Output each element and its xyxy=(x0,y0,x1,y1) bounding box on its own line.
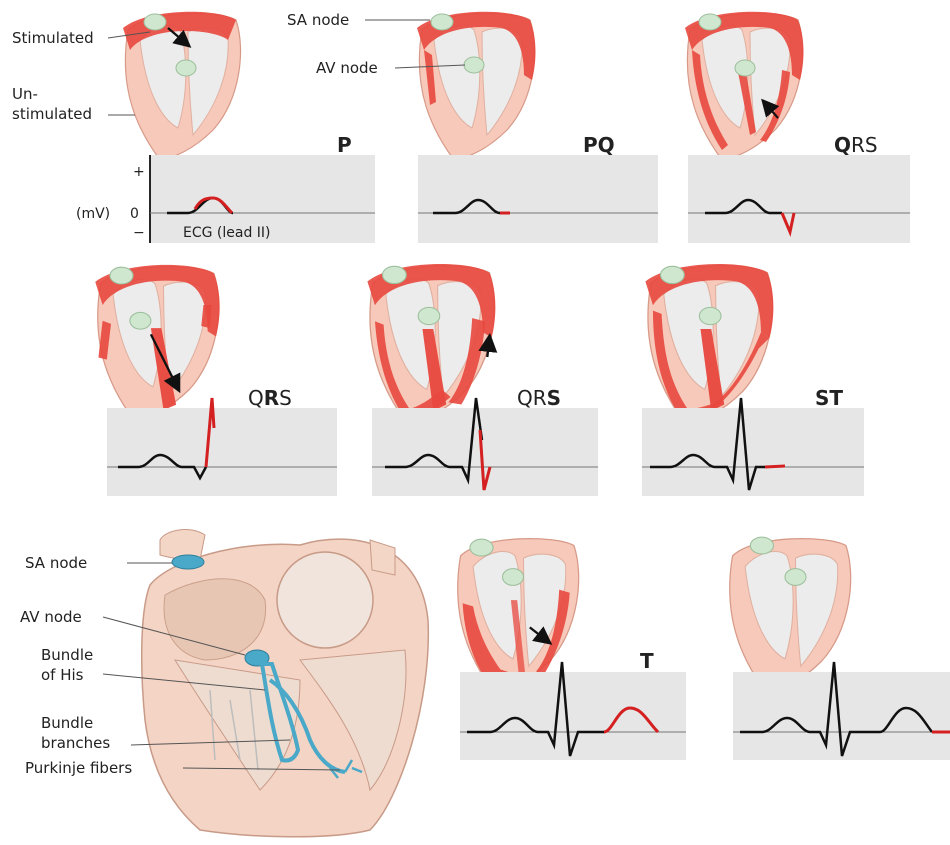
panel-rest xyxy=(730,537,950,760)
panel-qrs-r: QRS xyxy=(95,265,337,496)
ecg-panel xyxy=(642,408,864,496)
panel-st: ST xyxy=(642,264,864,496)
sa-node-label: SA node xyxy=(287,11,349,29)
panel-qrs-q: QRS xyxy=(685,12,910,243)
av-node-marker xyxy=(464,57,484,73)
ecg-active-segment xyxy=(765,466,785,467)
heart-diagram xyxy=(685,12,804,160)
heart-diagram xyxy=(645,264,773,424)
anatomy-his-label-1: Bundle xyxy=(41,646,93,664)
phase-label-qrs: QRS xyxy=(248,386,292,410)
sa-node-marker xyxy=(750,537,773,554)
sa-node-structure xyxy=(172,555,204,569)
vessel xyxy=(370,540,395,575)
phase-label-pq: PQ xyxy=(583,133,615,157)
stimulated-label: Stimulated xyxy=(12,29,94,47)
av-node-marker xyxy=(418,307,440,324)
av-node-marker xyxy=(503,569,524,586)
sa-node-marker xyxy=(144,14,166,30)
panel-p: Stimulated Un- stimulated + − (mV) 0 ECG… xyxy=(12,12,375,243)
ecg-panel xyxy=(688,155,910,243)
sa-node-marker xyxy=(470,539,493,556)
minus-label: − xyxy=(133,225,145,241)
av-node-marker xyxy=(785,569,806,586)
heart-diagram xyxy=(95,265,219,421)
unstimulated-label-2: stimulated xyxy=(12,105,92,123)
anatomical-heart xyxy=(142,530,429,837)
anatomy-sa-node-label: SA node xyxy=(25,554,87,572)
anatomy-av-node-label: AV node xyxy=(20,608,82,626)
phase-label-qrs: QRS xyxy=(834,133,878,157)
ecg-panel xyxy=(107,408,337,496)
av-node-marker xyxy=(699,307,721,324)
sa-node-marker xyxy=(431,14,453,30)
sa-node-marker xyxy=(383,266,407,283)
ecg-panel xyxy=(418,155,658,243)
phase-label-p: P xyxy=(337,133,352,157)
anatomy-his-label-2: of His xyxy=(41,666,84,684)
av-node-label: AV node xyxy=(316,59,378,77)
ecg-lead-label: ECG (lead II) xyxy=(183,225,271,241)
phase-label-qrs: QRS xyxy=(517,386,561,410)
zero-label: 0 xyxy=(130,206,139,222)
av-node-marker xyxy=(176,60,196,76)
heart-diagram xyxy=(123,12,241,160)
anatomy-purkinje-label: Purkinje fibers xyxy=(25,759,132,777)
left-atrium xyxy=(277,552,373,648)
mv-label: (mV) xyxy=(76,206,110,222)
panel-qrs-s: QRS xyxy=(367,264,598,496)
anatomy-branches-label-1: Bundle xyxy=(41,714,93,732)
phase-label-t: T xyxy=(640,649,654,673)
av-node-marker xyxy=(735,60,755,76)
sa-node-marker xyxy=(110,267,133,284)
panel-t: T xyxy=(458,539,686,760)
plus-label: + xyxy=(133,164,145,180)
sa-node-marker xyxy=(699,14,721,30)
unstimulated-label-1: Un- xyxy=(12,85,38,103)
phase-label-st: ST xyxy=(815,386,843,410)
anatomy-branches-label-2: branches xyxy=(41,734,110,752)
sa-node-marker xyxy=(661,266,685,283)
heart-diagram xyxy=(417,12,536,160)
av-node-marker xyxy=(130,312,151,329)
